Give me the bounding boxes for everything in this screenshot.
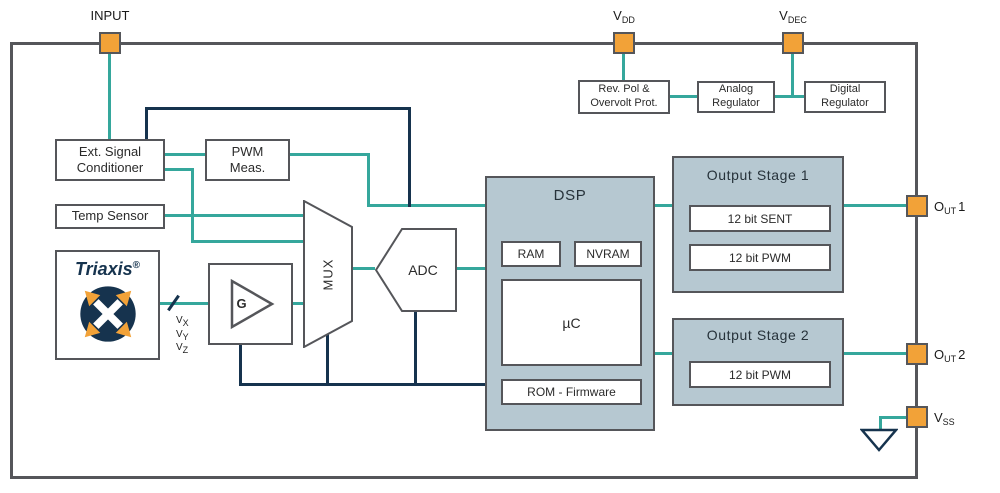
wire-adc-to-dsp	[457, 267, 485, 270]
output-stage-2-block: Output Stage 2 12 bit PWM	[672, 318, 844, 406]
pwm-12bit-box-stage1: 12 bit PWM	[689, 244, 831, 271]
wire-digital-riser	[145, 107, 148, 139]
wire-outputstage1-to-out1	[844, 204, 908, 207]
mux-shape	[303, 199, 353, 349]
input-pin-label: INPUT	[90, 8, 130, 23]
adc-shape	[374, 228, 457, 312]
mux-block: MUX	[303, 199, 353, 349]
rom-firmware-block: ROM - Firmware	[501, 379, 642, 405]
triaxis-logo-icon	[79, 285, 136, 342]
wire-pwmmeas-to-dsp-h2	[367, 204, 485, 207]
dsp-title: DSP	[553, 187, 587, 204]
gain-amplifier-block: G	[208, 263, 293, 345]
wire-digital-drop	[408, 107, 411, 207]
adc-label: ADC	[408, 262, 438, 278]
temp-sensor-block: Temp Sensor	[55, 204, 165, 229]
digital-regulator-block: Digital Regulator	[804, 81, 886, 113]
vss-pin-label: VSS	[934, 410, 955, 427]
input-pin	[99, 32, 121, 54]
vss-pin	[906, 406, 928, 428]
wire-conditioner-to-mux-v	[191, 168, 194, 243]
rev-pol-overvolt-block: Rev. Pol & Overvolt Prot.	[578, 80, 670, 114]
signal-vy: VY	[176, 328, 189, 342]
ext-signal-conditioner-block: Ext. Signal Conditioner	[55, 139, 165, 181]
ground-icon	[860, 428, 898, 452]
wire-conditioner-to-mux-h2	[191, 240, 303, 243]
wire-outputstage2-to-out2	[844, 352, 908, 355]
wire-conditioner-to-pwmmeas	[165, 153, 205, 156]
wire-control-adc-riser	[414, 311, 417, 386]
nvram-block: NVRAM	[574, 241, 642, 267]
vdd-pin-label: VDD	[613, 8, 635, 25]
out1-pin	[906, 195, 928, 217]
wire-mux-to-adc	[353, 267, 375, 270]
ram-block: RAM	[501, 241, 561, 267]
signal-labels: VX VY VZ	[176, 314, 189, 355]
vdec-pin-label: VDEC	[779, 8, 807, 25]
output-stage-1-block: Output Stage 1 12 bit SENT 12 bit PWM	[672, 156, 844, 293]
wire-vdd-to-revpol	[622, 53, 625, 80]
wire-conditioner-to-mux-h1	[165, 168, 194, 171]
wire-pwmmeas-to-dsp-v	[367, 153, 370, 207]
wire-vss-v	[879, 416, 882, 430]
diagram-frame	[10, 42, 918, 479]
pwm-meas-block: PWM Meas.	[205, 139, 290, 181]
triaxis-brand: Triaxis®	[74, 259, 141, 279]
wire-gain-to-mux	[293, 302, 303, 305]
triaxis-block: Triaxis®	[55, 250, 160, 360]
wire-control-gain-riser	[239, 345, 242, 386]
wire-input-to-conditioner	[108, 53, 111, 139]
vdd-pin	[613, 32, 635, 54]
wire-dsp-to-outputstage1	[655, 204, 672, 207]
dsp-block: DSP RAM NVRAM µC ROM - Firmware	[485, 176, 655, 431]
vdec-pin	[782, 32, 804, 54]
analog-regulator-block: Analog Regulator	[697, 81, 775, 113]
wire-vdec-drop	[791, 53, 794, 97]
output-stage-2-title: Output Stage 2	[706, 327, 810, 343]
wire-control-bottom	[239, 383, 486, 386]
mux-label: MUX	[320, 258, 336, 290]
wire-dsp-to-outputstage2	[655, 352, 672, 355]
wire-digital-top	[145, 107, 411, 110]
pwm-12bit-box-stage2: 12 bit PWM	[689, 361, 831, 388]
amplifier-triangle-icon	[230, 278, 275, 330]
wire-revpol-to-analogreg	[670, 95, 697, 98]
wire-vss-h	[879, 416, 907, 419]
wire-triaxis-to-gain	[160, 302, 208, 305]
wire-control-mux-riser	[326, 334, 329, 386]
sent-12bit-box: 12 bit SENT	[689, 205, 831, 232]
signal-vz: VZ	[176, 342, 189, 355]
signal-vx: VX	[176, 315, 189, 328]
adc-block: ADC	[374, 228, 457, 312]
microcontroller-block: µC	[501, 279, 642, 366]
wire-pwmmeas-to-dsp-h1	[290, 153, 370, 156]
gain-label: G	[236, 295, 247, 311]
wire-tempsensor-to-mux	[165, 214, 303, 217]
out2-pin	[906, 343, 928, 365]
output-stage-1-title: Output Stage 1	[706, 167, 810, 183]
wire-analogreg-to-digitalreg	[775, 95, 804, 98]
